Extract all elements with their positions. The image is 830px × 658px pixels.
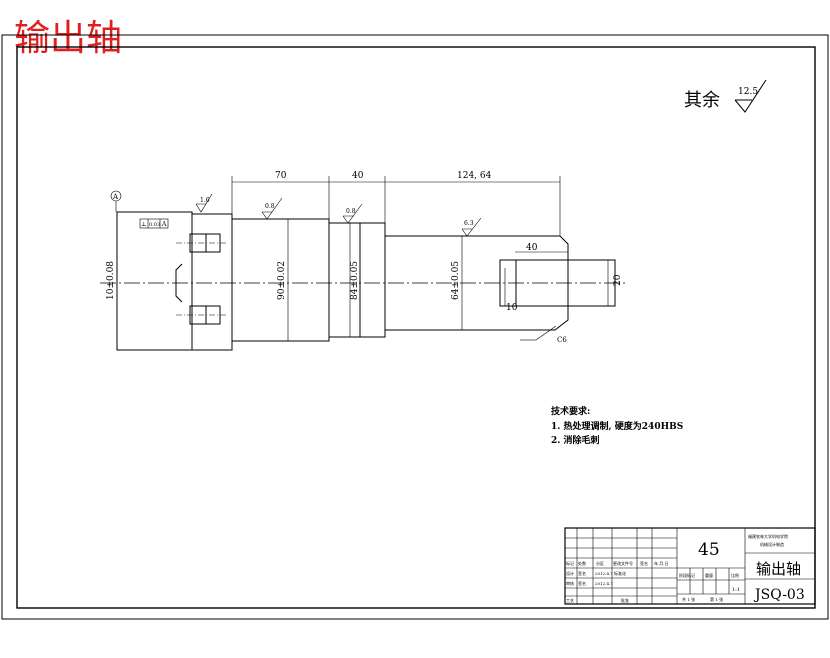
tolerance-symbol: ⊥	[141, 221, 147, 228]
tb-label-sign: 签名	[640, 560, 648, 566]
dim-dia-90: 90±0.02	[277, 261, 287, 300]
tb-label-zone: 分区	[596, 560, 604, 566]
shaft-outline	[116, 211, 616, 351]
outer-border	[1, 34, 829, 620]
tb-sheet-number: 第 1 张	[710, 596, 723, 602]
tb-check-date: 2012.4.7	[595, 581, 613, 586]
dim-keyway-depth: 10	[506, 303, 518, 313]
inner-border	[16, 46, 816, 609]
roughness-other-label: 其余	[684, 90, 720, 111]
tolerance-frame	[139, 218, 169, 229]
part-name-field: 输出轴	[756, 560, 801, 578]
tb-design-sign: 签名	[578, 570, 586, 576]
dim-chamfer: C6	[557, 336, 567, 344]
diameter-dimensions	[116, 212, 463, 350]
tb-check-label: 审核	[566, 580, 574, 586]
tb-scale-label: 比例	[731, 572, 739, 578]
tb-design-label: 设计	[566, 570, 574, 576]
datum-label: A	[112, 193, 119, 201]
dim-124: 124, 64	[457, 171, 492, 181]
dim-40: 40	[352, 171, 364, 181]
dim-dia-84: 84±0.05	[350, 261, 360, 300]
tb-sheet-total: 共 1 张	[682, 596, 695, 602]
bolt-hole-lower	[189, 305, 221, 325]
dim-70: 70	[275, 171, 287, 181]
roughness-symbol	[734, 79, 767, 113]
dim-dia-64: 64±0.05	[451, 261, 461, 300]
dim-dia-flange: 10±0.08	[106, 261, 116, 300]
roughness-other-value: 12.5	[738, 87, 758, 97]
tb-standard-label: 标准化	[614, 570, 626, 576]
dim-keyway-len: 40	[526, 243, 538, 253]
tolerance-datum: A	[161, 221, 167, 228]
roughness-mark-1: 1.6	[200, 197, 210, 204]
material-field: 45	[698, 540, 720, 560]
tb-label-count: 处数	[578, 560, 586, 566]
tb-design-date: 2012.4.7	[595, 571, 613, 576]
title-block	[564, 527, 816, 605]
tb-label-change: 更改文件号	[613, 560, 633, 566]
roughness-mark-2: 0.8	[265, 203, 275, 210]
drawing-number-field: JSQ-03	[753, 587, 805, 603]
tb-stage-label: 阶段标记	[679, 572, 695, 578]
length-dimensions	[231, 176, 561, 236]
tb-label-date: 年.月.日	[654, 560, 669, 566]
tb-approve-label: 批准	[621, 597, 629, 603]
drawing-title: 输出轴	[14, 18, 122, 59]
tb-craft-label: 工艺	[566, 598, 574, 603]
tb-weight-label: 重量	[705, 572, 713, 578]
tech-req-item-2: 2. 消除毛刺	[551, 434, 600, 446]
scale-field: 1:1	[732, 587, 740, 593]
bolt-hole-upper	[189, 233, 221, 253]
dim-key-width: 20	[613, 274, 623, 286]
dept-field: 机械设计制造	[760, 541, 784, 547]
roughness-marks	[195, 193, 482, 237]
keyway-outline	[499, 259, 616, 307]
roughness-mark-3: 0.8	[346, 208, 356, 215]
school-field: 福建农林大学机电学院	[748, 533, 788, 539]
roughness-mark-4: 6.3	[464, 220, 474, 227]
tb-check-sign: 签名	[578, 580, 586, 586]
tech-req-heading: 技术要求:	[551, 405, 590, 417]
tolerance-value: 0.03	[149, 222, 160, 228]
keyway-dimensions	[504, 251, 609, 306]
tech-req-item-1: 1. 热处理调制, 硬度为240HBS	[551, 420, 683, 432]
tb-label-mark: 标记	[566, 560, 574, 566]
